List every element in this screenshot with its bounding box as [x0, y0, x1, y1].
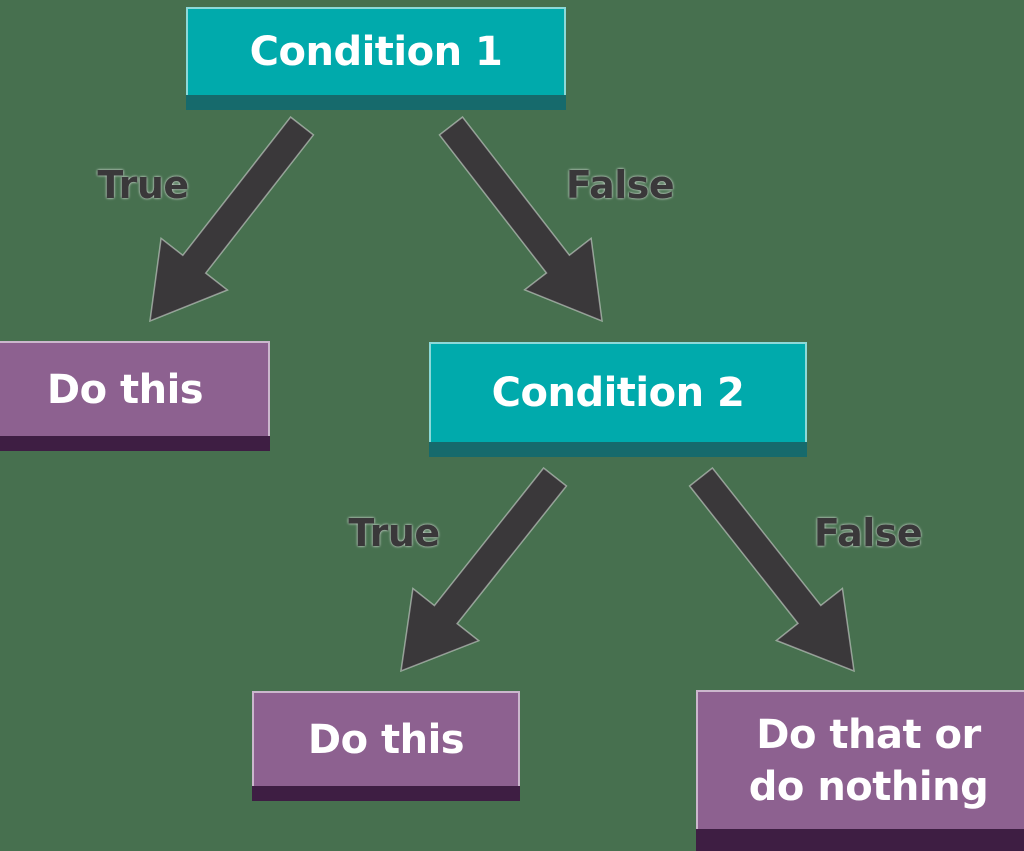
node-condition-1-fill: Condition 1 [186, 7, 566, 95]
node-do-this-2-shadow-strip [252, 786, 520, 801]
arrow-condition2-false [688, 466, 855, 673]
node-do-this-1: Do this [0, 341, 270, 451]
edge-label-false-2: False [813, 511, 923, 555]
edge-label-false-1: False [565, 163, 675, 207]
edge-label-true-1: True [97, 163, 189, 207]
node-condition-1-shadow-strip [186, 95, 566, 110]
node-do-this-2-label: Do this [307, 716, 465, 763]
node-condition-2: Condition 2 [429, 342, 807, 457]
node-do-that-or-nothing: Do that or do nothing [696, 690, 1024, 851]
arrow-condition2-true [400, 466, 568, 673]
arrow-condition1-false [438, 116, 603, 323]
node-condition-2-fill: Condition 2 [429, 342, 807, 442]
node-do-this-2-fill: Do this [252, 691, 520, 786]
node-condition-1-label: Condition 1 [249, 29, 503, 75]
node-do-that-or-nothing-fill: Do that or do nothing [696, 690, 1024, 829]
node-do-this-1-fill: Do this [0, 341, 270, 436]
node-do-this-1-shadow-strip [0, 436, 270, 451]
node-do-that-or-nothing-label: Do that or do nothing [748, 711, 989, 810]
node-do-that-or-nothing-shadow-strip [696, 829, 1024, 851]
node-condition-2-shadow-strip [429, 442, 807, 457]
node-condition-1: Condition 1 [186, 7, 566, 110]
edge-label-true-2: True [348, 511, 440, 555]
arrow-condition1-true [149, 116, 315, 323]
node-condition-2-label: Condition 2 [491, 370, 745, 416]
node-do-this-1-label: Do this [46, 366, 204, 413]
node-do-this-2: Do this [252, 691, 520, 801]
